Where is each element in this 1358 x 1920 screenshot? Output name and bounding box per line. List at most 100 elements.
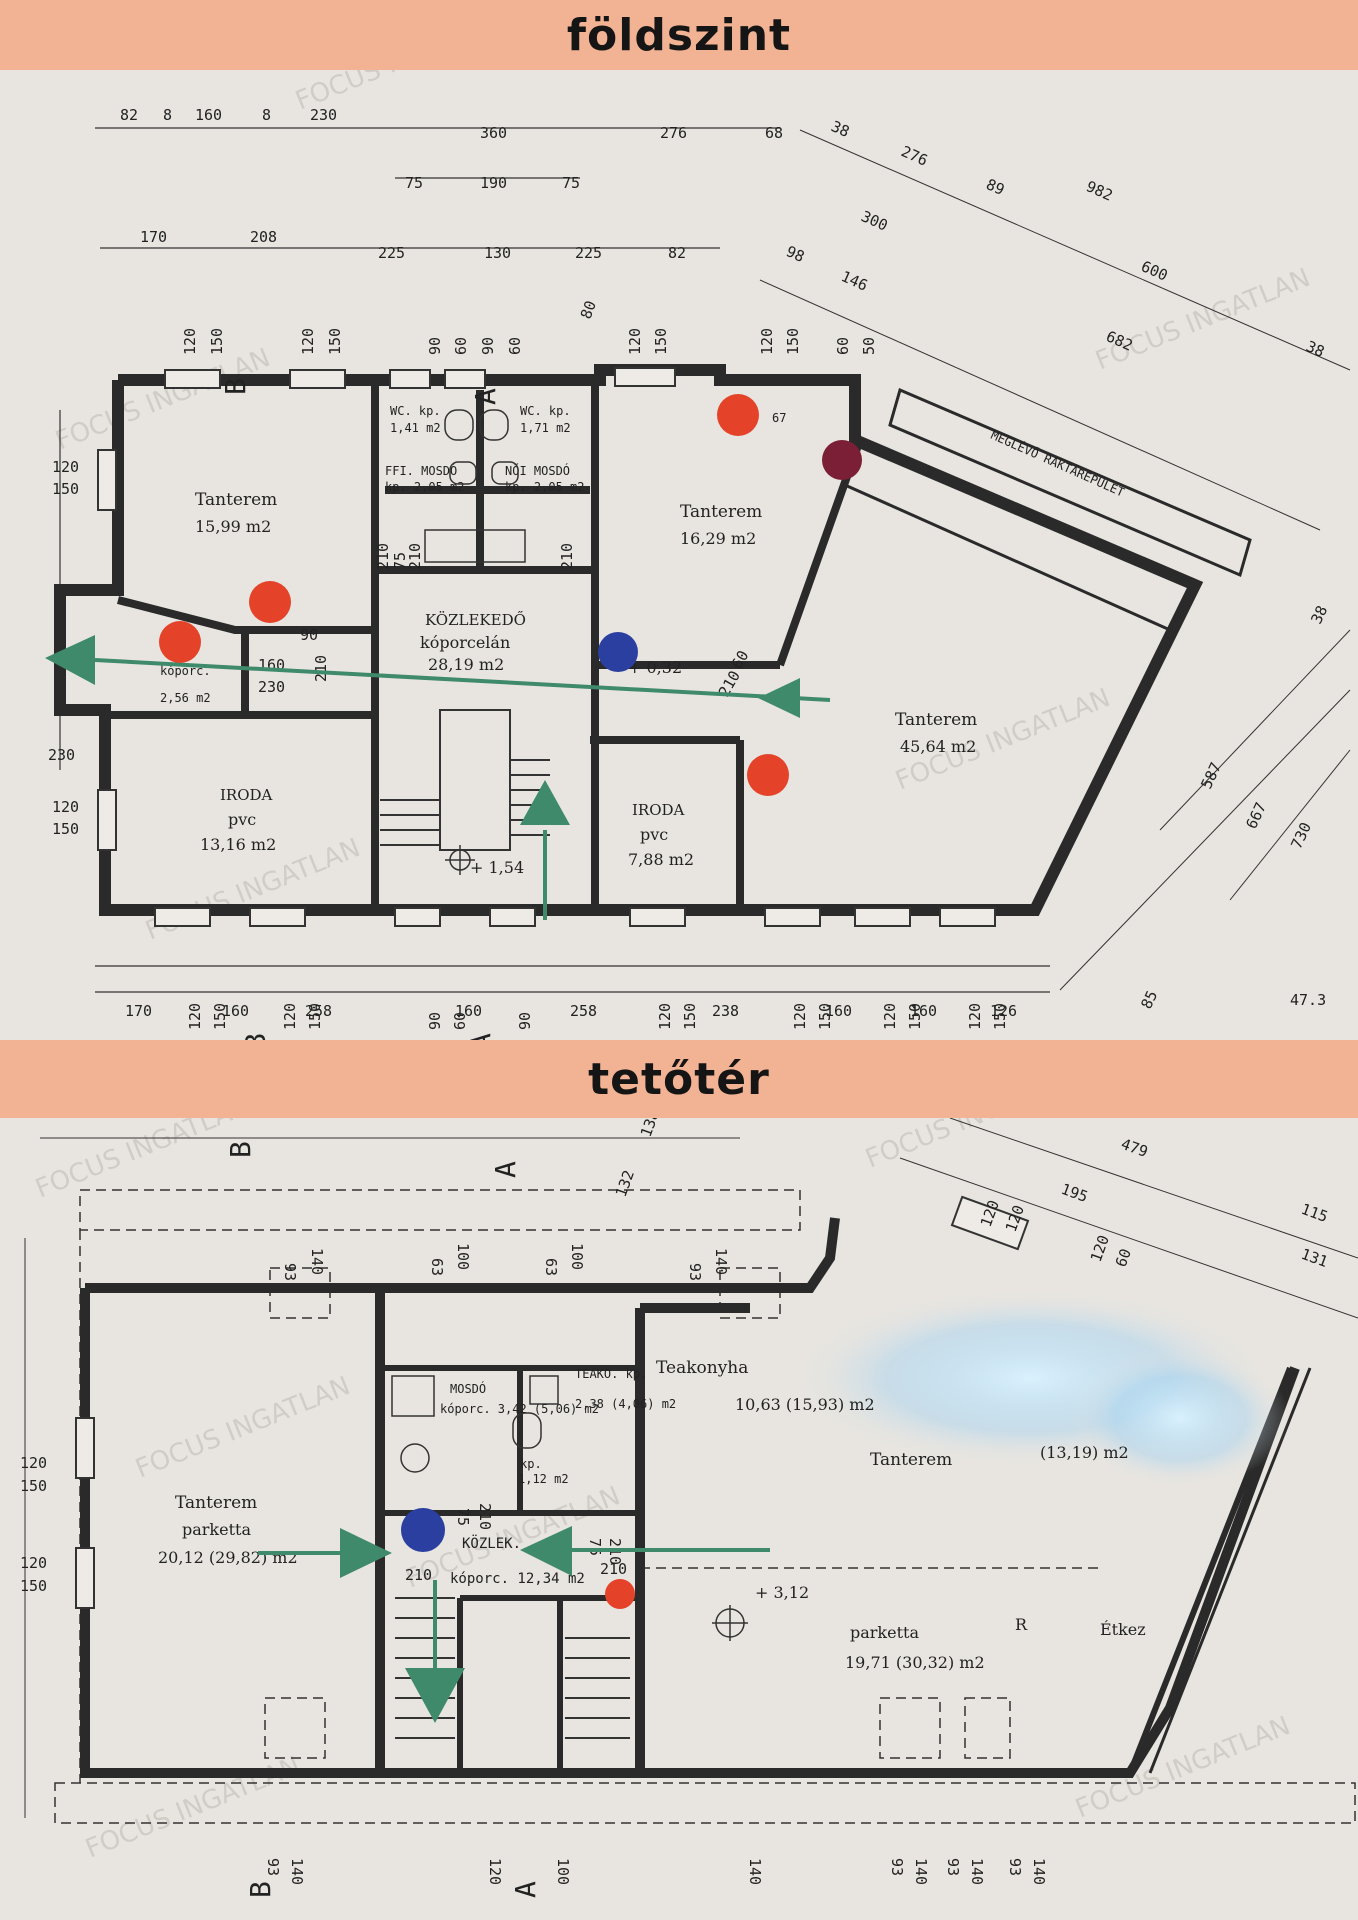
dim-label: 126 [990, 1002, 1017, 1020]
dim-label: 100 [568, 1243, 586, 1270]
dim-label: 93 [264, 1858, 282, 1876]
dim-label: 150 [208, 328, 226, 355]
ground-floor-drawing: FOCUS INGATLAN FOCUS INGATLAN FOCUS INGA… [45, 70, 1351, 1040]
dim-label: 300 [858, 207, 890, 234]
room-name: TEAKO. kp. [575, 1367, 647, 1381]
dimension-lines [59, 127, 1351, 993]
room-name: Tanterem [195, 490, 277, 510]
dim-label: 210 [312, 655, 330, 682]
marker-maroon-dot [822, 440, 862, 480]
dim-label: 140 [1030, 1858, 1048, 1885]
arrow-right-icon [340, 1528, 392, 1578]
room-area: 13,16 m2 [200, 835, 276, 854]
room-area: kp. 2,05 m2 [505, 480, 584, 494]
dimension-labels-bottom: 93 140 120 100 140 93 140 93 140 93 140 [264, 1858, 1048, 1885]
watermark-text: FOCUS INGATLAN [861, 1118, 1084, 1174]
section-mark: B [219, 378, 252, 395]
room-floor: pvc [228, 810, 256, 829]
dim-label: 120 [52, 458, 79, 476]
dim-label: 210 [374, 543, 392, 570]
dim-label: 75 [586, 1538, 604, 1556]
level-mark: + 3,12 [755, 1583, 809, 1602]
dim-label: 80 [577, 298, 600, 321]
watermark-text: FOCUS INGATLAN [1091, 263, 1314, 376]
dim-label: 160 [825, 1002, 852, 1020]
sanitary-fixtures [391, 1375, 748, 1641]
dim-label: 93 [888, 1858, 906, 1876]
dim-label: 150 [681, 1003, 699, 1030]
dim-label: 90 [426, 1012, 444, 1030]
dim-label: 82 [668, 244, 686, 262]
marker-red-dot [249, 581, 291, 623]
dim-label: 68 [765, 124, 783, 142]
dim-label: 150 [816, 1003, 834, 1030]
dim-label: 150 [652, 328, 670, 355]
room-area: 10,63 (15,93) m2 [735, 1395, 875, 1414]
dim-label: 150 [52, 820, 79, 838]
dim-label: 98 [783, 242, 807, 266]
dim-label: 225 [575, 244, 602, 262]
watermark-text: FOCUS INGATLAN [51, 343, 274, 456]
floor-heading-ground: földszint [0, 0, 1358, 70]
dim-label: 93 [686, 1263, 704, 1281]
room-name: Tanterem [870, 1450, 952, 1470]
dim-label: 93 [281, 1263, 299, 1281]
room-area: 45,64 m2 [900, 737, 976, 756]
dim-label: 60 [452, 337, 470, 355]
room-floor: parketta [182, 1520, 251, 1539]
section-mark: B [244, 1881, 277, 1898]
room-name: NŐI MOSDÓ [505, 463, 570, 478]
arrow-down-icon [405, 1668, 465, 1723]
dim-label: 210 [558, 543, 576, 570]
arrow-left-icon [520, 1526, 572, 1576]
section-markers: B B A A [219, 378, 502, 1040]
sanitary-fixtures [424, 409, 526, 875]
room-name: Teakonyha [656, 1358, 748, 1378]
dim-label: 120 [181, 328, 199, 355]
dim-label: 120 [20, 1454, 47, 1472]
dimension-labels-bottom: 120 150 120 150 90 60 90 120 150 120 150… [186, 1003, 1009, 1030]
dim-label: 120 [881, 1003, 899, 1030]
dim-label: 150 [784, 328, 802, 355]
dim-label: 120 [656, 1003, 674, 1030]
room-area: 19,71 (30,32) m2 [845, 1653, 985, 1672]
dim-label: 75 [562, 174, 580, 192]
dim-label: 93 [944, 1858, 962, 1876]
marker-blue-dot [598, 632, 638, 672]
dim-label: 120 [281, 1003, 299, 1030]
building-label: MEGLÉVŐ RAKTÁRÉPÜLET [989, 426, 1128, 499]
room-name: MOSDÓ [450, 1381, 486, 1396]
dim-label: 63 [428, 1258, 446, 1276]
dim-label: 50 [860, 337, 878, 355]
stairs [380, 709, 550, 851]
dim-label: 190 [480, 174, 507, 192]
escape-route-arrows [45, 635, 831, 920]
room-area: 1,41 m2 [390, 421, 441, 435]
room-name: FFI. MOSDÓ [385, 463, 457, 478]
dim-label: 120 [1087, 1233, 1113, 1265]
section-mark: A [464, 1033, 497, 1040]
dim-label: 8 [262, 106, 271, 124]
room-name: Étkez [1100, 1619, 1146, 1639]
attic-drawing: FOCUS INGATLAN FOCUS INGATLAN FOCUS INGA… [20, 1118, 1358, 1898]
section-mark: A [509, 1881, 542, 1898]
dim-label: 276 [898, 142, 930, 169]
dim-label: 360 [480, 124, 507, 142]
dim-label: 85 [1137, 988, 1161, 1012]
dim-label: 90 [516, 1012, 534, 1030]
dim-label: 210 [405, 1566, 432, 1584]
watermark-text: FOCUS INGATLAN [1071, 1711, 1294, 1824]
dimension-labels-bottom-row: 170 160 258 160 258 238 160 160 126 [125, 1002, 1017, 1020]
photo-glare [1070, 1348, 1290, 1488]
watermark-text: FOCUS INGATLAN [31, 1118, 254, 1204]
dim-label: 170 [125, 1002, 152, 1020]
dim-label: 150 [20, 1477, 47, 1495]
dim-label: 150 [991, 1003, 1009, 1030]
dim-label: 730 [1287, 820, 1315, 852]
dim-label: 150 [20, 1577, 47, 1595]
dim-label: 131 [1299, 1245, 1331, 1271]
room-name: WC. kp. [390, 404, 441, 418]
dimension-labels-right: 587 667 730 38 85 47.3 [1137, 603, 1331, 1012]
section-mark: B [224, 1141, 257, 1158]
room-area: kóporc. 12,34 m2 [450, 1571, 585, 1587]
